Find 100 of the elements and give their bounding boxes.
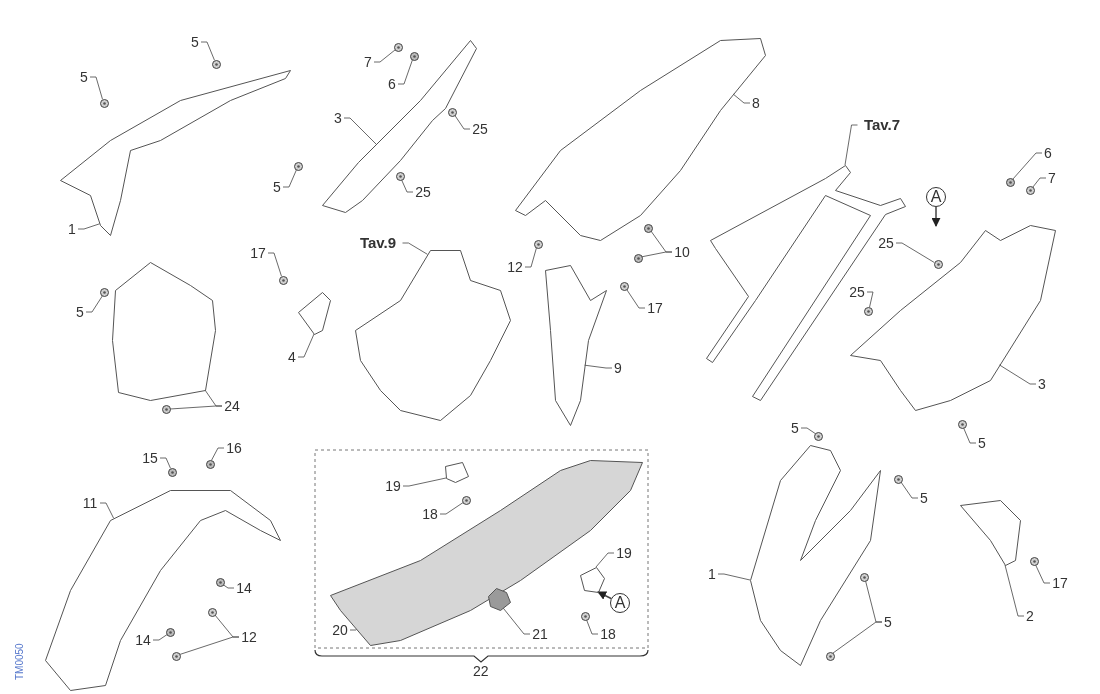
leader-line	[1012, 152, 1043, 180]
callout-number: 25	[847, 284, 867, 300]
callout-number: 5	[976, 435, 988, 451]
callout-number: 5	[271, 179, 283, 195]
callout-number: Tav.9	[353, 235, 403, 251]
leader-line	[282, 169, 297, 188]
bolt-icon	[210, 58, 222, 70]
bolt-icon	[956, 418, 968, 430]
leader-line	[584, 364, 613, 369]
callout-number: 11	[80, 495, 100, 511]
bolt-icon	[98, 286, 110, 298]
leader-line	[800, 427, 816, 434]
washer-icon	[166, 466, 178, 478]
side-panel-drawing	[58, 68, 292, 237]
bracket-drawing	[578, 565, 606, 594]
leader-line	[343, 117, 377, 145]
bolt-icon	[532, 238, 544, 250]
callout-number: 14	[133, 632, 153, 648]
callout-number: 3	[1036, 376, 1048, 392]
callout-number: 20	[330, 622, 350, 638]
callout-number: 17	[248, 245, 268, 261]
number-plate-drawing	[110, 260, 217, 402]
leader-line	[900, 481, 919, 499]
leader-line	[641, 251, 673, 258]
callout-number: 21	[530, 626, 550, 642]
leader-line	[200, 41, 215, 61]
leader-line	[717, 573, 751, 581]
washer-icon	[164, 626, 176, 638]
bolt-icon	[1028, 555, 1040, 567]
bolt-icon	[932, 258, 944, 270]
callout-number: 25	[413, 184, 433, 200]
view-reference-marker: A	[610, 593, 630, 613]
leader-line	[349, 629, 358, 631]
callout-number: 22	[473, 663, 489, 679]
leader-line	[297, 333, 315, 358]
callout-number: 18	[598, 626, 618, 642]
callout-number: 17	[1050, 575, 1070, 591]
frame-drawing	[704, 163, 907, 402]
leader-line	[397, 59, 413, 85]
callout-number: 12	[505, 259, 525, 275]
leader-line	[502, 607, 531, 635]
bolt-icon	[858, 571, 870, 583]
washer-icon	[214, 576, 226, 588]
leader-line	[524, 247, 537, 268]
leader-line	[866, 291, 874, 308]
bracket-drawing	[443, 460, 470, 484]
callout-number: 3	[332, 110, 344, 126]
leader-line	[89, 76, 103, 100]
leader-line	[732, 93, 751, 104]
leader-line	[401, 179, 414, 193]
callout-number: 6	[386, 76, 398, 92]
view-reference-marker: A	[926, 187, 946, 207]
leader-line	[832, 621, 883, 654]
rear-fender-drawing	[513, 36, 767, 242]
callout-number: 1	[706, 566, 718, 582]
callout-number: 19	[383, 478, 403, 494]
bracket-drawing	[958, 498, 1022, 567]
leader-line	[402, 242, 428, 255]
arrow	[597, 591, 612, 600]
callout-number: 16	[224, 440, 244, 456]
bolt-icon	[1024, 184, 1036, 196]
side-panel-drawing	[748, 443, 882, 667]
bolt-icon	[392, 41, 404, 53]
washer-icon	[1004, 176, 1016, 188]
leader-line	[454, 114, 471, 130]
leader-line	[152, 634, 168, 641]
clip-icon	[160, 403, 172, 415]
washer-icon	[642, 222, 654, 234]
washer-icon	[204, 458, 216, 470]
leader-line	[373, 49, 396, 63]
callout-number: 19	[614, 545, 634, 561]
callout-number: 8	[750, 95, 762, 111]
callout-number: 15	[140, 450, 160, 466]
callout-number: 5	[189, 34, 201, 50]
callout-number: 10	[672, 244, 692, 260]
callout-number: 7	[362, 54, 374, 70]
callout-number: Tav.7	[857, 117, 907, 133]
leader-line	[844, 124, 858, 166]
callout-number: 4	[286, 349, 298, 365]
callout-number: 18	[420, 506, 440, 522]
leader-line	[179, 636, 240, 655]
callout-number: 1	[66, 221, 78, 237]
patch-drawing	[486, 586, 512, 612]
leader-line	[77, 223, 100, 230]
callout-number: 5	[882, 614, 894, 630]
bolt-icon	[812, 430, 824, 442]
bolt-icon	[446, 106, 458, 118]
leader-line	[169, 405, 223, 410]
callout-number: 5	[74, 304, 86, 320]
side-panel-drawing	[848, 223, 1057, 412]
bolt-icon	[394, 170, 406, 182]
leader-line	[85, 295, 103, 313]
leader-line	[1035, 564, 1051, 584]
leader-line	[211, 447, 225, 461]
leader-line	[626, 288, 646, 309]
leader-line	[595, 552, 615, 568]
washer-icon	[632, 252, 644, 264]
leader-line	[402, 477, 447, 487]
callout-number: 12	[239, 629, 259, 645]
washer-icon	[408, 50, 420, 62]
